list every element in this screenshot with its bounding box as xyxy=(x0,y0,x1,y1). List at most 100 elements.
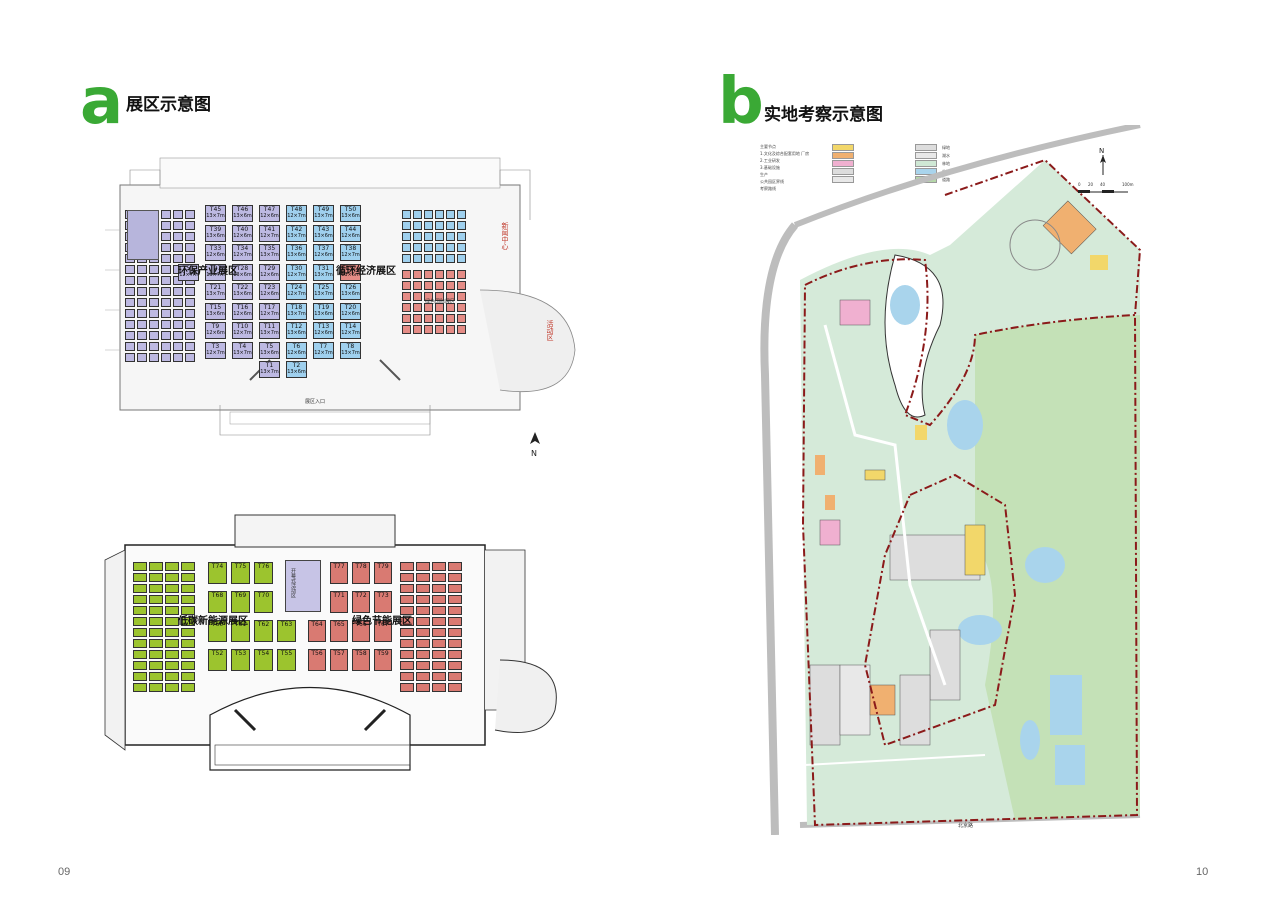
booth-size: 13×6m xyxy=(233,213,252,219)
booth-size: 13×7m xyxy=(206,291,225,297)
booth-id: T37 xyxy=(317,245,330,252)
legend-swatch xyxy=(832,160,854,167)
booth-size: 12×7m xyxy=(287,271,306,278)
badge-a: a xyxy=(80,65,124,139)
booth-id: T62 xyxy=(257,621,270,628)
small-booth xyxy=(133,595,147,604)
small-booth xyxy=(165,628,179,637)
booth-size: 12×7m xyxy=(287,291,306,297)
legend-swatch xyxy=(832,144,854,151)
booth-t69: T69 xyxy=(231,591,250,613)
small-booth xyxy=(133,617,147,626)
booth-id: T46 xyxy=(236,206,249,213)
small-booth xyxy=(457,221,466,230)
small-booth xyxy=(413,210,422,219)
booth-id: T49 xyxy=(317,206,330,213)
small-booth xyxy=(133,650,147,659)
small-booth xyxy=(161,210,171,219)
booth-t58: T58 xyxy=(352,649,370,671)
small-booth xyxy=(446,221,455,230)
booth-t61: T61 xyxy=(231,620,250,642)
small-booth xyxy=(424,270,433,279)
page-title-right: 实地考察示意图 xyxy=(764,105,883,125)
small-booth xyxy=(181,595,195,604)
site-map-svg xyxy=(760,122,1142,836)
booth-id: T33 xyxy=(209,245,222,252)
booth-size: 12×7m xyxy=(341,252,360,258)
booth-id: T66 xyxy=(355,621,367,628)
small-booth xyxy=(400,562,414,571)
booth-t54: T54 xyxy=(254,649,273,671)
legend-swatch xyxy=(915,144,937,151)
booth-id: T19 xyxy=(317,303,330,311)
booth-t52: T52 xyxy=(208,649,227,671)
page-number-left: 09 xyxy=(58,866,71,878)
small-booth xyxy=(125,265,135,274)
small-booth xyxy=(181,650,195,659)
small-booth xyxy=(181,628,195,637)
booth-id: T53 xyxy=(234,650,247,657)
booth-id: T5 xyxy=(265,342,274,350)
booth-id: T59 xyxy=(377,650,389,657)
small-booth xyxy=(432,683,446,692)
small-booth xyxy=(424,292,433,301)
legend-left-item: 考察路线 xyxy=(760,186,776,191)
booth-id: T58 xyxy=(355,650,367,657)
booth-t60: T60 xyxy=(208,620,227,642)
center-area-label: 开幕式活动区 xyxy=(290,568,296,598)
small-booth xyxy=(416,595,430,604)
small-booth xyxy=(165,683,179,692)
small-booth xyxy=(133,562,147,571)
small-booth xyxy=(448,573,462,582)
small-booth xyxy=(424,232,433,241)
small-booth xyxy=(125,298,135,307)
small-booth xyxy=(432,584,446,593)
booth-id: T30 xyxy=(290,264,303,272)
booth-size: 12×6m xyxy=(260,271,279,278)
booth-id: T42 xyxy=(290,225,303,233)
small-booth xyxy=(416,683,430,692)
small-booth xyxy=(161,331,171,340)
booth-t73: T73 xyxy=(374,591,392,613)
booth-t78: T78 xyxy=(352,562,370,584)
small-booth xyxy=(400,606,414,615)
small-booth xyxy=(165,562,179,571)
small-booth xyxy=(149,298,159,307)
page-title-left: 展区示意图 xyxy=(126,95,211,115)
small-booth xyxy=(149,606,163,615)
booth-size: 12×6m xyxy=(233,310,252,317)
legend-left-item: 生产 xyxy=(760,172,768,177)
small-booth xyxy=(435,303,444,312)
booth-id: T70 xyxy=(257,592,270,599)
small-booth xyxy=(435,314,444,323)
small-booth xyxy=(435,281,444,290)
booth-size: 13×7m xyxy=(260,369,279,375)
small-booth xyxy=(161,276,171,285)
booth-size: 12×6m xyxy=(314,252,333,258)
small-booth xyxy=(435,270,444,279)
booth-id: T76 xyxy=(257,563,270,570)
booth-id: T40 xyxy=(236,225,249,233)
small-booth xyxy=(165,606,179,615)
small-booth xyxy=(432,606,446,615)
small-booth xyxy=(185,353,195,362)
small-booth xyxy=(435,325,444,334)
small-booth xyxy=(446,254,455,263)
small-booth xyxy=(457,325,466,334)
booth-id: T13 xyxy=(317,323,330,330)
small-booth xyxy=(165,650,179,659)
booth-size: 13×6m xyxy=(341,271,360,278)
small-booth xyxy=(161,254,171,263)
